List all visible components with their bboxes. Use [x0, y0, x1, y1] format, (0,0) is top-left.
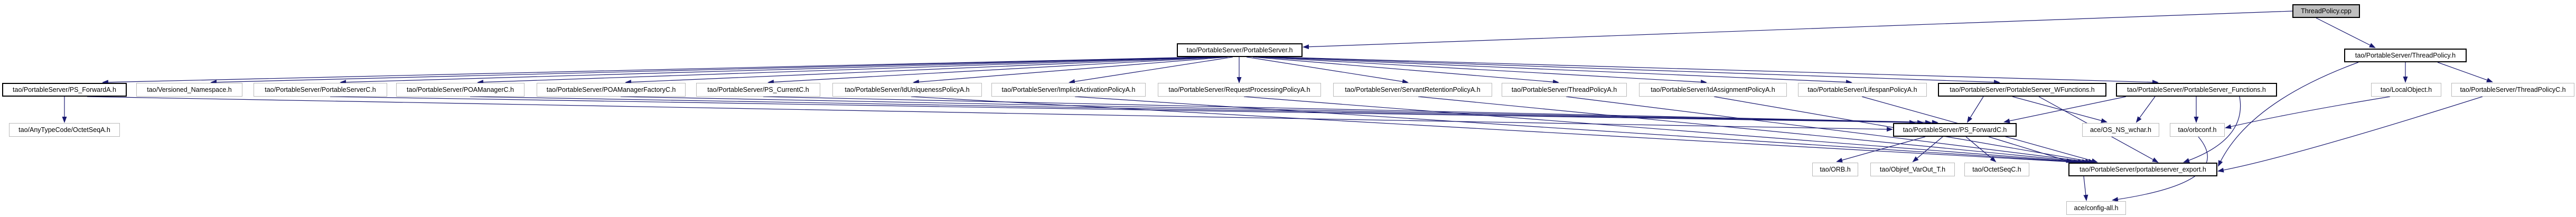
- edge-psrv-to-psc: [340, 56, 1211, 85]
- graph-node-octa: tao/AnyTypeCode/OctetSeqA.h: [9, 123, 120, 137]
- edge-tph-to-exp: [2218, 62, 2359, 167]
- edge-pscur-to-fwdc: [763, 96, 1938, 125]
- edge-psrv-to-pscur: [767, 56, 1224, 84]
- edge-lobj-to-orbconf: [2225, 96, 2391, 129]
- graph-node-orb: tao/ORB.h: [1812, 163, 1858, 176]
- edge-exp-to-cfg: [2083, 176, 2088, 201]
- edge-psc-to-fwdc: [330, 96, 1916, 125]
- edge-tpc-to-exp: [2217, 96, 2483, 173]
- graph-node-fwdc[interactable]: tao/PortableServer/PS_ForwardC.h: [1893, 123, 2017, 137]
- edge-servret-to-exp: [1418, 96, 2088, 164]
- edge-reqproc-to-exp: [1243, 96, 2084, 164]
- edge-func-to-fwdc: [2003, 96, 2127, 124]
- graph-node-cfg: ace/config-all.h: [2066, 201, 2126, 215]
- edge-psrv-to-poamc: [477, 56, 1215, 85]
- edge-psrv-to-poamfc: [625, 56, 1220, 85]
- edge-fwdc-to-exp: [1988, 136, 2073, 163]
- graph-node-implact: tao/PortableServer/ImplicitActivationPol…: [991, 83, 1146, 97]
- graph-node-func[interactable]: tao/PortableServer/PortableServer_Functi…: [2116, 83, 2277, 97]
- graph-node-lobj: tao/LocalObject.h: [2371, 83, 2441, 97]
- edge-fwdc-to-objref: [1912, 136, 1943, 163]
- edge-psrv-to-func: [1273, 56, 2159, 85]
- edge-iduniq-to-exp: [911, 96, 2076, 164]
- edge-psrv-to-lifespan: [1263, 56, 1852, 85]
- graph-node-objref: tao/Objref_VarOut_T.h: [1870, 163, 1955, 176]
- graph-node-iduniq: tao/PortableServer/IdUniquenessPolicyA.h: [832, 83, 982, 97]
- graph-node-servret: tao/PortableServer/ServantRetentionPolic…: [1333, 83, 1492, 97]
- edge-psrv-to-idassign: [1258, 56, 1707, 84]
- graph-node-idassign: tao/PortableServer/IdAssignmentPolicyA.h: [1639, 83, 1787, 97]
- graph-node-tpc: tao/PortableServer/ThreadPolicyC.h: [2451, 83, 2574, 97]
- graph-node-wfunc[interactable]: tao/PortableServer/PortableServer_WFunct…: [1938, 83, 2106, 97]
- graph-node-vns: tao/Versioned_Namespace.h: [136, 83, 242, 97]
- edge-psrv-to-implact: [1069, 56, 1233, 84]
- graph-node-poamc: tao/PortableServer/POAManagerC.h: [396, 83, 524, 97]
- graph-node-orbconf: tao/orbconf.h: [2170, 123, 2225, 137]
- graph-node-fwda[interactable]: tao/PortableServer/PS_ForwardA.h: [2, 83, 127, 97]
- graph-node-poamfc: tao/PortableServer/POAManagerFactoryC.h: [537, 83, 686, 97]
- graph-node-exp[interactable]: tao/PortableServer/portableserver_export…: [2068, 163, 2217, 176]
- graph-node-reqproc: tao/PortableServer/RequestProcessingPoli…: [1158, 83, 1321, 97]
- edge-wfunc-to-fwdc: [1966, 96, 1984, 123]
- edge-tph-to-tpc: [2437, 62, 2493, 82]
- graph-node-psc: tao/PortableServer/PortableServerC.h: [254, 83, 387, 97]
- edge-fwdc-to-octc: [1965, 136, 1997, 163]
- edge-wfunc-to-wchar: [2012, 96, 2107, 123]
- edge-psrv-to-wfunc: [1268, 56, 2000, 85]
- graph-node-tph[interactable]: tao/PortableServer/ThreadPolicy.h: [2344, 49, 2467, 62]
- edge-poamc-to-fwdc: [470, 96, 1924, 125]
- edge-tpa-to-exp: [1566, 96, 2092, 164]
- edge-implact-to-exp: [1074, 96, 2080, 164]
- graph-node-cpp: ThreadPolicy.cpp: [2292, 4, 2360, 18]
- edge-cpp-to-tph: [2316, 17, 2376, 48]
- edge-psrv-to-iduniq: [913, 56, 1228, 84]
- edge-psrv-to-tpa: [1252, 56, 1559, 84]
- edge-fwdc-to-orb: [1836, 136, 1926, 163]
- graph-node-tpa: tao/PortableServer/ThreadPolicyA.h: [1502, 83, 1627, 97]
- edge-psrv-to-fwda: [102, 56, 1205, 85]
- edge-func-to-wchar: [2135, 96, 2156, 123]
- graph-node-lifespan: tao/PortableServer/LifespanPolicyA.h: [1798, 83, 1927, 97]
- edge-cpp-to-psrv: [1303, 11, 2293, 50]
- graph-node-pscur: tao/PortableServer/PS_CurrentC.h: [696, 83, 820, 97]
- edge-psrv-to-servret: [1246, 56, 1409, 84]
- edge-psrv-to-vns: [210, 56, 1207, 85]
- graph-node-wchar: ace/OS_NS_wchar.h: [2082, 123, 2159, 137]
- edge-func-to-exp: [2183, 96, 2241, 163]
- graph-node-octc: tao/OctetSeqC.h: [1964, 163, 2029, 176]
- graph-node-psrv[interactable]: tao/PortableServer/PortableServer.h: [1177, 43, 1303, 57]
